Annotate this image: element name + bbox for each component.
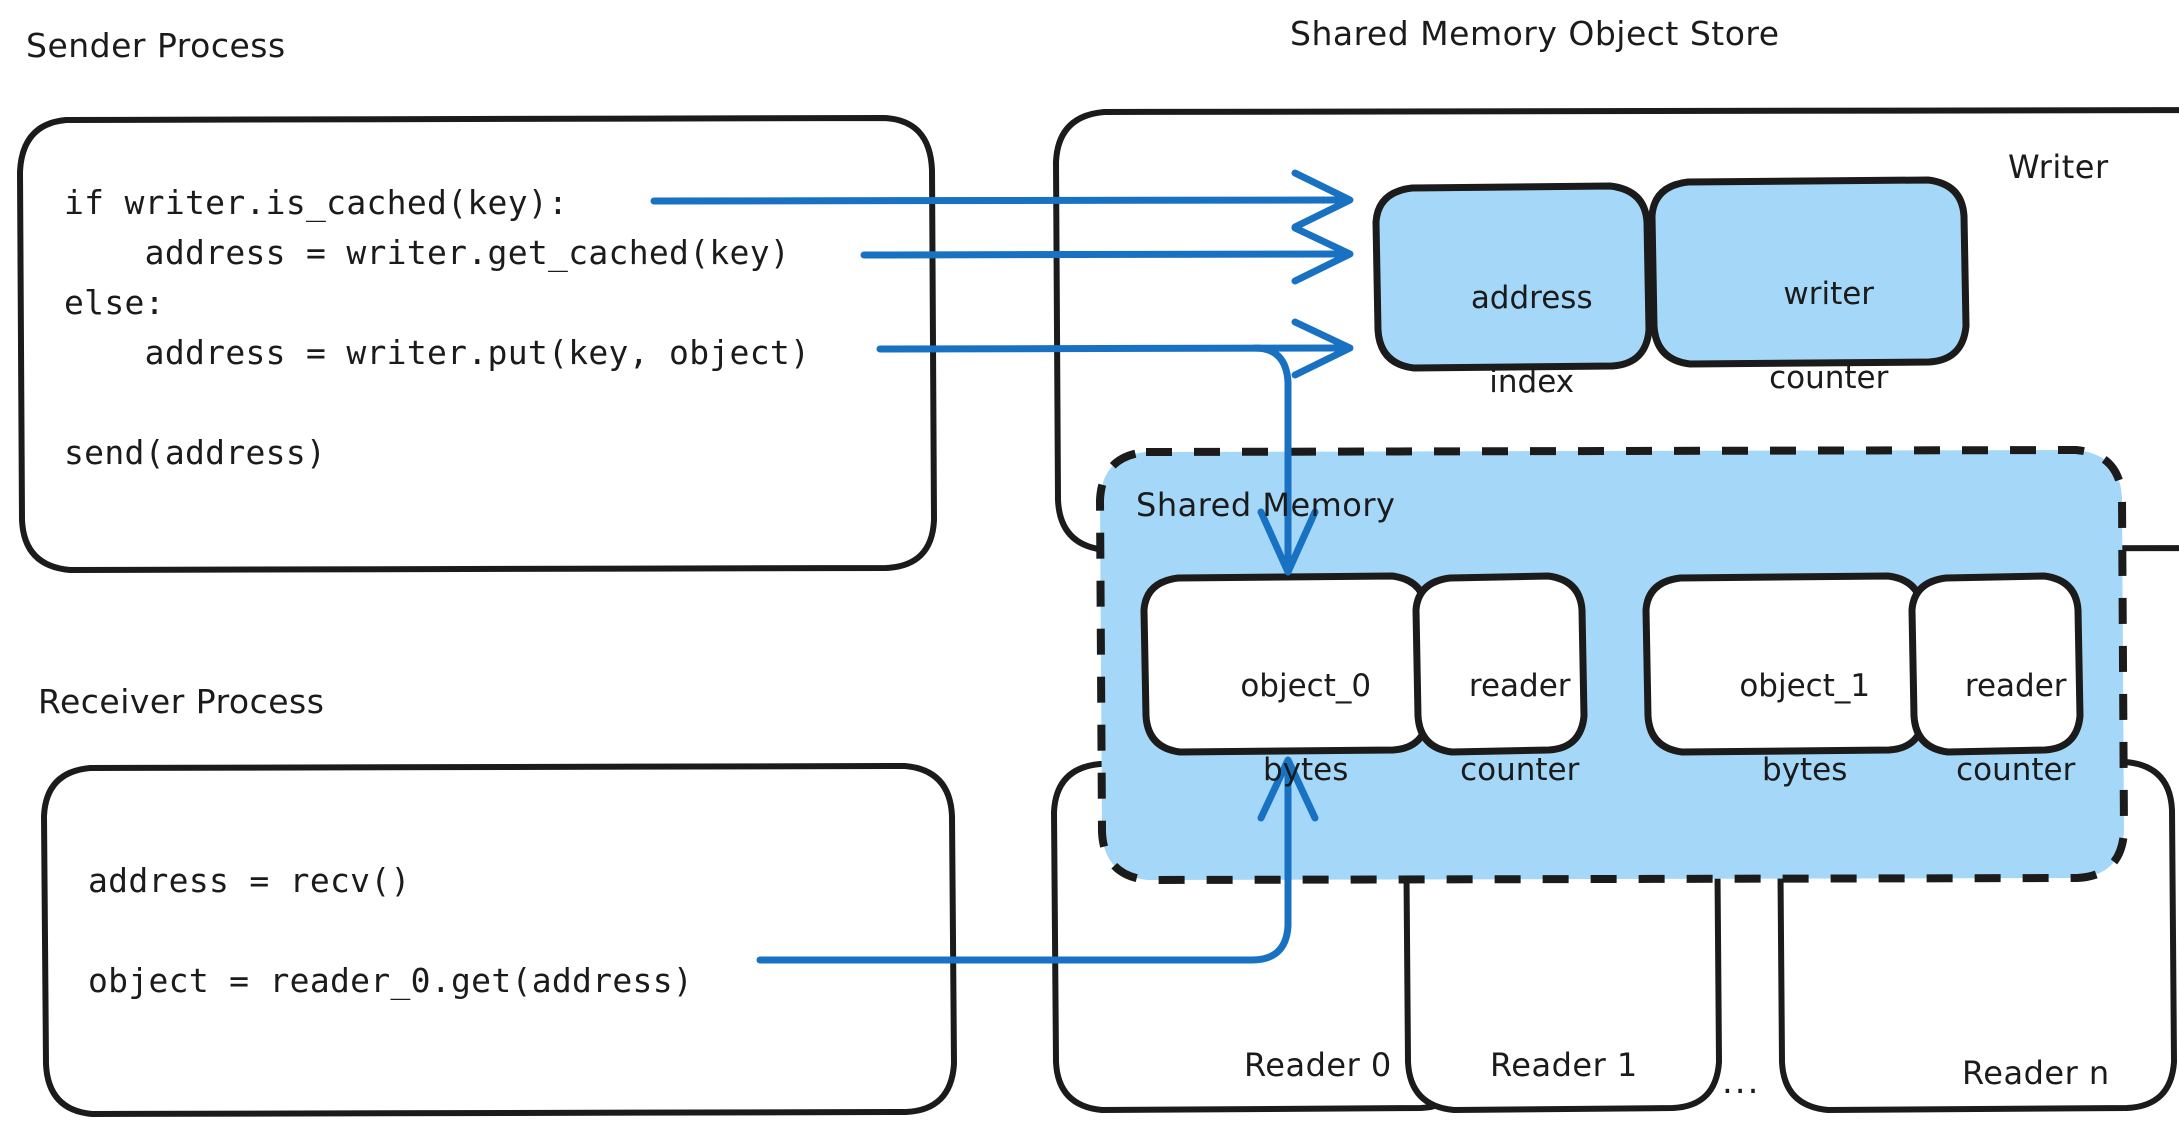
- reader-1-label: Reader 1: [1490, 1046, 1638, 1084]
- address-index-cell-label: address index: [1376, 235, 1648, 445]
- readers-ellipsis: ...: [1722, 1062, 1761, 1102]
- reader-counter-cell-1: [1908, 572, 2084, 756]
- receiver-process-box: [41, 763, 957, 1117]
- reader-counter-0-line-2: counter: [1460, 752, 1580, 788]
- sender-code-line-0: if writer.is_cached(key):: [64, 183, 569, 222]
- writer-label: Writer: [2008, 148, 2109, 186]
- writer-counter-cell-label: writer counter: [1652, 231, 1966, 441]
- writer-counter-line-1: writer: [1783, 276, 1875, 312]
- reader-counter-0-line-1: reader: [1468, 668, 1571, 704]
- receiver-code-line-0: address = recv(): [88, 861, 411, 900]
- object-1-bytes-label: object_1 bytes: [1646, 623, 1924, 833]
- sender-code-line-3: address = writer.put(key, object): [64, 333, 811, 372]
- address-index-cell: [1372, 182, 1653, 372]
- reader-counter-0-label: reader counter: [1398, 623, 1602, 833]
- object-0-line-1: object_0: [1240, 668, 1372, 704]
- reader-counter-cell-0: [1412, 572, 1588, 756]
- object-store-title: Shared Memory Object Store: [1290, 14, 1780, 53]
- sender-code-line-1: address = writer.get_cached(key): [64, 233, 791, 272]
- reader-counter-1-line-2: counter: [1956, 752, 2076, 788]
- sender-process-title: Sender Process: [26, 26, 286, 65]
- writer-counter-cell: [1648, 176, 1970, 368]
- reader-n-label: Reader n: [1962, 1054, 2110, 1092]
- reader-counter-1-line-1: reader: [1964, 668, 2067, 704]
- address-index-line-1: address: [1470, 280, 1593, 316]
- object-1-line-1: object_1: [1739, 668, 1871, 704]
- sender-code-line-5: send(address): [64, 433, 327, 472]
- reader-counter-1-label: reader counter: [1894, 623, 2098, 833]
- arrow-put-to-object-0: [1251, 344, 1319, 576]
- reader-0-label: Reader 0: [1244, 1046, 1392, 1084]
- shared-memory-label: Shared Memory: [1136, 486, 1396, 524]
- sender-process-box: [17, 115, 937, 573]
- object-0-line-2: bytes: [1263, 752, 1349, 788]
- arrow-get-cached-to-index: [860, 224, 1354, 285]
- writer-counter-line-2: counter: [1769, 360, 1889, 396]
- object-0-bytes-label: object_0 bytes: [1144, 623, 1428, 833]
- sender-code-line-2: else:: [64, 283, 165, 322]
- receiver-process-title: Receiver Process: [38, 682, 325, 721]
- shared-memory-region: [1096, 446, 2128, 884]
- address-index-line-2: index: [1489, 364, 1575, 400]
- arrow-reader-get-to-object-0: [756, 756, 1319, 964]
- object-1-line-2: bytes: [1762, 752, 1848, 788]
- receiver-code-line-2: object = reader_0.get(address): [88, 961, 694, 1000]
- arrow-is-cached-to-index: [650, 169, 1354, 231]
